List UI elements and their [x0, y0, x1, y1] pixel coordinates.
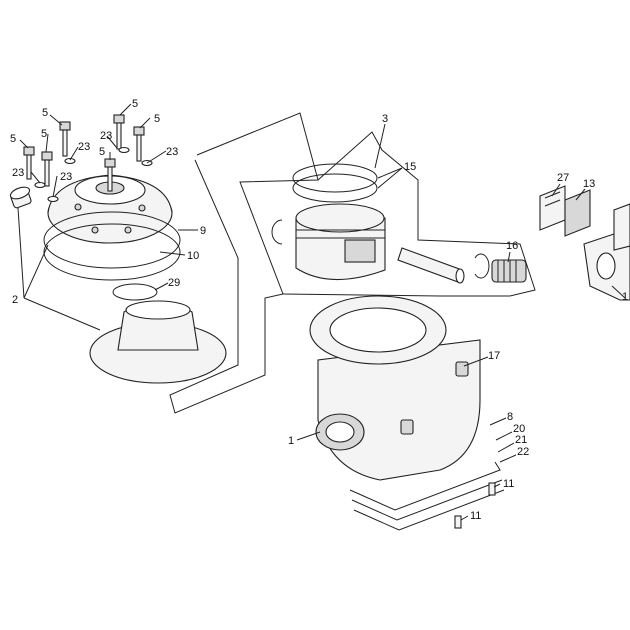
callout-29: 29	[168, 277, 180, 289]
callout-10: 10	[187, 250, 199, 262]
bolt	[113, 114, 125, 150]
reed-valve-13	[564, 189, 591, 237]
callout-5-f: 5	[99, 146, 105, 158]
head-washers	[34, 146, 153, 203]
callout-27: 27	[557, 172, 569, 184]
o-ring-29	[112, 283, 158, 301]
cylinder	[309, 295, 481, 481]
piston-group-frame-right	[282, 131, 536, 297]
head-gasket-9	[43, 211, 181, 269]
piston	[295, 203, 386, 281]
callout-23-e: 23	[60, 171, 72, 183]
callout-20: 20	[513, 423, 525, 435]
dowel-pins	[454, 482, 496, 529]
intake-manifold-1	[583, 203, 630, 301]
bolt	[23, 146, 35, 180]
reed-valve-27	[539, 185, 566, 231]
cylinder-base-gaskets	[349, 461, 505, 531]
callout-1-reed: 1	[622, 291, 628, 303]
callout-23-c: 23	[166, 146, 178, 158]
callout-23-a: 23	[78, 141, 90, 153]
callout-9: 9	[200, 225, 206, 237]
head-gasket-10	[43, 223, 181, 281]
leader-lines	[17, 103, 626, 521]
callout-5-a: 5	[42, 107, 48, 119]
callouts: 5 5 5 5 5 23 23 5 23 23 23 9 10 29 2 3 1…	[10, 98, 628, 522]
piston-rings-15	[292, 163, 378, 203]
callout-11-a: 11	[503, 478, 514, 490]
callout-21: 21	[515, 434, 527, 446]
needle-bearing-16	[491, 259, 527, 283]
callout-1-cylinder: 1	[288, 435, 294, 447]
callout-8: 8	[507, 411, 513, 423]
callout-13: 13	[583, 178, 595, 190]
head-bolts	[23, 114, 145, 192]
callout-2: 2	[12, 294, 18, 306]
combustion-chamber-insert	[89, 300, 227, 384]
bolt	[133, 126, 145, 162]
callout-16: 16	[506, 240, 518, 252]
callout-22: 22	[517, 446, 529, 458]
callout-23-b: 23	[100, 130, 112, 142]
piston-pin	[397, 247, 465, 284]
callout-5-c: 5	[154, 113, 160, 125]
callout-11-b: 11	[470, 510, 481, 522]
callout-15: 15	[404, 161, 416, 173]
piston-group-frame	[169, 112, 319, 414]
callout-5-d: 5	[10, 133, 16, 145]
circlip-left	[271, 219, 283, 245]
callout-5-e: 5	[41, 128, 47, 140]
callout-3: 3	[382, 113, 388, 125]
bolt	[41, 151, 53, 187]
callout-5-b: 5	[132, 98, 138, 110]
bolt	[59, 121, 71, 157]
circlip-right	[474, 253, 490, 279]
callout-23-d: 23	[12, 167, 24, 179]
callout-17: 17	[488, 350, 500, 362]
cylinder-head	[47, 174, 173, 244]
spark-plug-adapter	[9, 186, 32, 209]
